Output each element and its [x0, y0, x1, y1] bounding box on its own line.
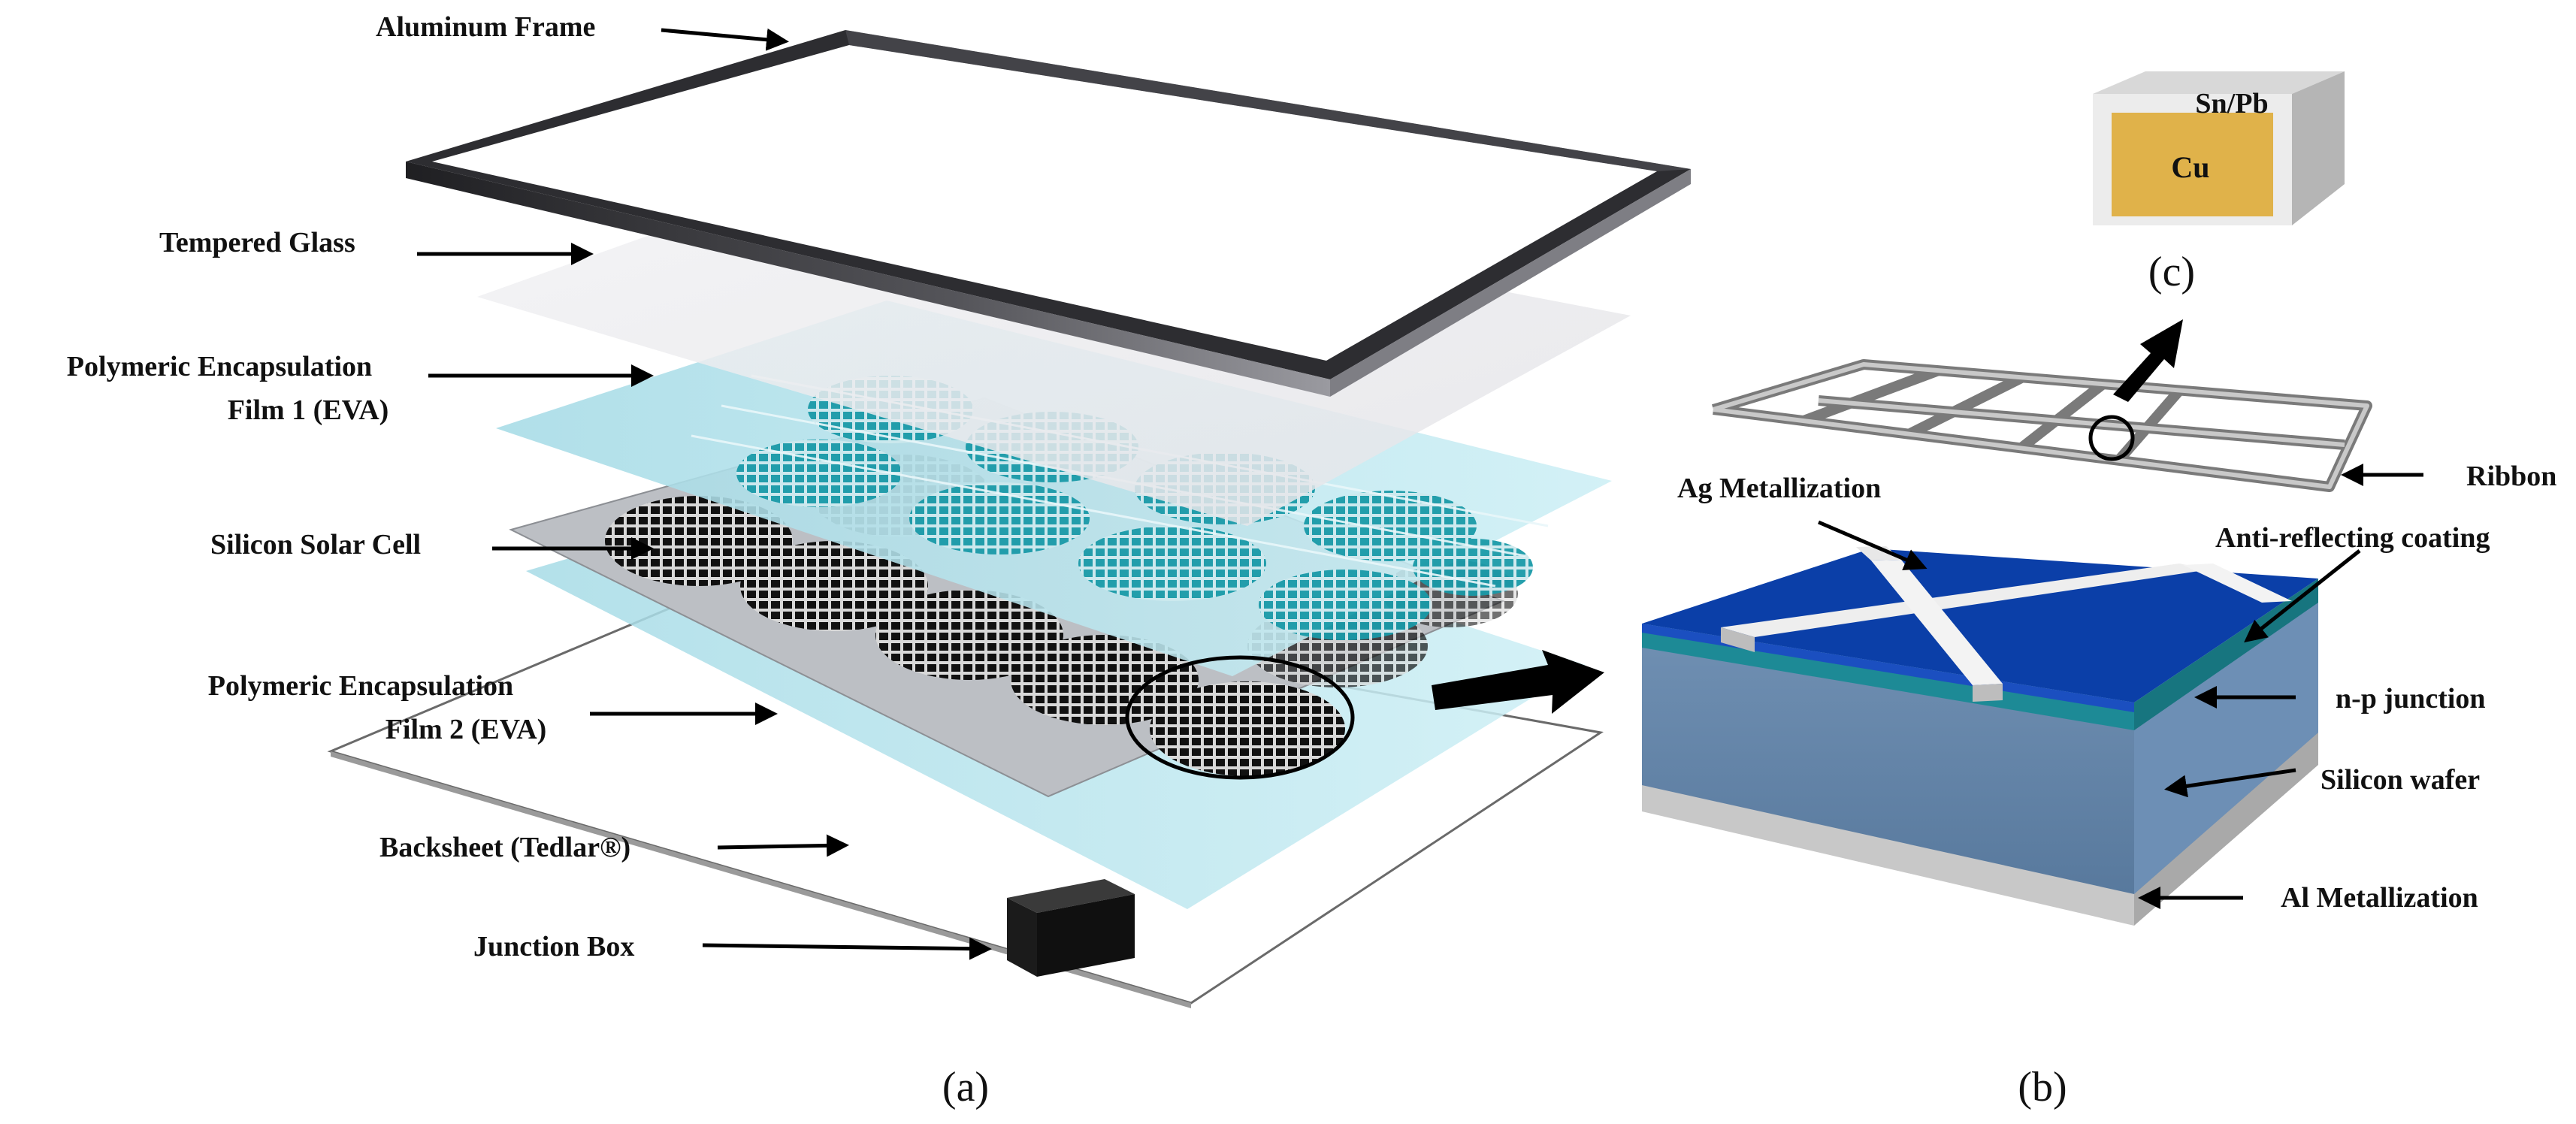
label-eva-2-line1: Polymeric Encapsulation — [208, 670, 513, 702]
label-sn-pb: Sn/Pb — [2195, 88, 2268, 119]
label-junction-box: Junction Box — [473, 931, 634, 962]
label-tempered-glass: Tempered Glass — [159, 227, 355, 258]
zoom-arrow — [1432, 650, 1604, 714]
panel-b: Ribbon Ag Metallization Anti-reflecting … — [1642, 319, 2556, 1110]
arrow-ag-metallization — [1818, 520, 1927, 570]
caption-b: (b) — [2018, 1064, 2067, 1110]
label-aluminum-frame: Aluminum Frame — [376, 11, 595, 43]
cu-core — [2112, 113, 2273, 216]
panel-c: Sn/Pb Cu (c) — [2093, 71, 2345, 295]
label-anti-reflecting: Anti-reflecting coating — [2215, 522, 2490, 554]
label-np-junction: n-p junction — [2336, 683, 2486, 715]
arrow-aluminum-frame — [661, 28, 789, 51]
ag-fingers — [1721, 546, 2292, 702]
highlight-circle — [1125, 655, 1355, 780]
label-eva-1-line1: Polymeric Encapsulation — [67, 351, 372, 382]
caption-c: (c) — [2148, 249, 2195, 295]
ribbon-zoom-circle — [2088, 415, 2135, 461]
arrow-anti-reflecting — [2244, 549, 2361, 643]
caption-a: (a) — [942, 1064, 989, 1110]
arrow-backsheet — [717, 834, 849, 857]
anti-reflecting-surface — [1642, 548, 2318, 702]
label-ribbon: Ribbon — [2466, 461, 2556, 492]
arrow-silicon-wafer — [2164, 768, 2296, 798]
zoom-arrow-c — [2113, 319, 2183, 402]
arrow-junction-box — [702, 937, 992, 960]
label-silicon-wafer: Silicon wafer — [2321, 764, 2480, 796]
wafer-block — [1642, 546, 2318, 926]
junction-box — [1007, 879, 1135, 977]
label-eva-2-line2: Film 2 (EVA) — [385, 714, 547, 745]
panel-a: Aluminum Frame Tempered Glass Polymeric … — [67, 11, 1691, 1110]
label-ag-metallization: Ag Metallization — [1677, 473, 1881, 504]
ribbon-grid — [1711, 359, 2372, 492]
label-eva-1-line2: Film 1 (EVA) — [228, 394, 389, 426]
label-al-metallization: Al Metallization — [2281, 882, 2478, 914]
aluminum-frame — [406, 30, 1691, 397]
label-solar-cell: Silicon Solar Cell — [210, 529, 421, 560]
label-backsheet: Backsheet (Tedlar®) — [379, 832, 630, 863]
label-cu: Cu — [2171, 150, 2209, 184]
